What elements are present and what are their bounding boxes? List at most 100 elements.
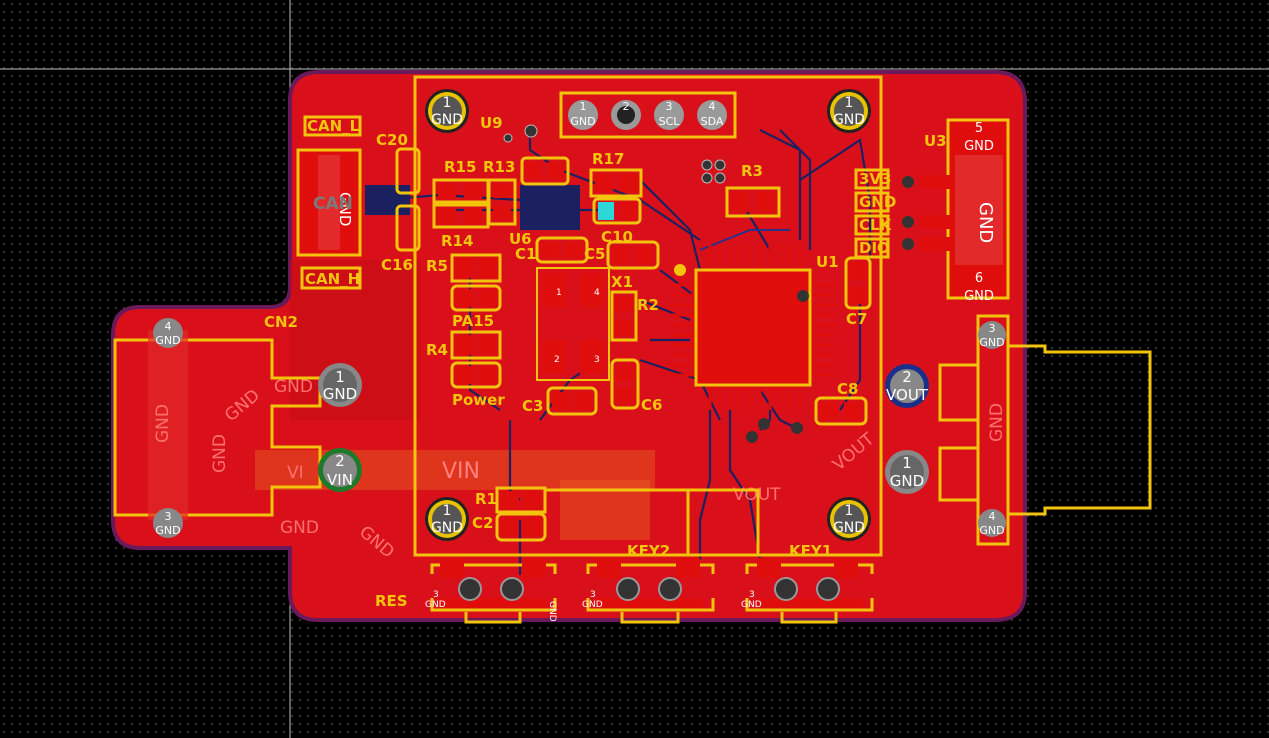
svg-text:GND: GND — [431, 520, 463, 536]
cn2-connector[interactable]: GND GND 4 GND 3 GND 1 GND 2 VIN GND GND … — [113, 318, 398, 562]
svg-text:1: 1 — [335, 368, 345, 386]
svg-text:GND: GND — [155, 334, 180, 347]
i2c-header[interactable]: 1 GND 2 3 SCL 4 SDA — [559, 91, 737, 139]
ref-r5: R5 — [426, 257, 448, 275]
svg-text:GND: GND — [431, 112, 463, 128]
svg-text:1: 1 — [845, 503, 854, 519]
svg-text:GND: GND — [979, 336, 1004, 349]
c2-footprint[interactable] — [495, 512, 547, 542]
c10-footprint[interactable] — [606, 240, 660, 270]
r2-footprint[interactable] — [610, 290, 638, 342]
svg-text:GND: GND — [153, 404, 173, 443]
r4-footprint[interactable] — [450, 330, 502, 360]
ref-u9: U9 — [480, 114, 503, 132]
can-connector[interactable]: CAN_L CAN_H GND CAN — [296, 115, 410, 290]
svg-text:CLK: CLK — [859, 216, 893, 234]
svg-text:GND: GND — [964, 289, 994, 304]
r3-footprint[interactable] — [725, 186, 781, 218]
svg-text:GND: GND — [833, 112, 865, 128]
mount-hole-br[interactable]: 1 GND — [827, 497, 871, 541]
ref-c5: C5 — [584, 245, 605, 263]
svg-text:VIN: VIN — [327, 471, 353, 489]
power-led[interactable] — [450, 361, 502, 389]
mount-hole-tl[interactable]: 1 GND — [425, 89, 469, 133]
r17-footprint[interactable] — [589, 168, 643, 198]
svg-text:GND: GND — [570, 115, 595, 128]
mount-hole-bl[interactable]: 1 GND — [425, 497, 469, 541]
r13-footprint[interactable] — [487, 178, 517, 226]
ref-c6: C6 — [641, 396, 662, 414]
ref-c16: C16 — [381, 256, 413, 274]
ref-c7: C7 — [846, 310, 867, 328]
svg-text:1: 1 — [443, 503, 452, 519]
svg-text:3: 3 — [594, 355, 600, 365]
svg-text:3V3: 3V3 — [859, 170, 891, 188]
ref-r14: R14 — [441, 232, 473, 250]
svg-text:3: 3 — [749, 590, 755, 600]
res-switch[interactable]: RES 3 GND GND — [375, 558, 557, 624]
svg-text:GND: GND — [323, 385, 357, 403]
ref-r15: R15 — [444, 158, 476, 176]
u3-connector[interactable]: 5 GND 6 GND GND — [902, 118, 1010, 304]
r5-footprint[interactable] — [450, 253, 502, 283]
ref-r13: R13 — [483, 158, 515, 176]
ref-r4: R4 — [426, 341, 448, 359]
ref-c8: C8 — [837, 380, 858, 398]
svg-text:SCL: SCL — [659, 115, 681, 128]
ref-c3: C3 — [522, 397, 543, 415]
c7-footprint[interactable] — [844, 256, 872, 310]
svg-text:DIO: DIO — [859, 239, 890, 257]
svg-text:2: 2 — [623, 100, 630, 113]
svg-text:2: 2 — [335, 452, 345, 470]
c3-footprint[interactable] — [546, 386, 598, 416]
swd-header[interactable]: 3V3 GND CLK DIO — [854, 168, 896, 259]
r1-footprint[interactable] — [495, 486, 547, 514]
ref-cn2: CN2 — [264, 313, 298, 331]
key1-switch[interactable]: KEY1 3 GND — [741, 542, 874, 624]
svg-text:SDA: SDA — [701, 115, 724, 128]
svg-text:GND: GND — [155, 524, 180, 537]
svg-text:3: 3 — [590, 590, 596, 600]
c6-footprint[interactable] — [610, 358, 640, 410]
u6-chip[interactable] — [520, 185, 580, 230]
svg-text:RES: RES — [375, 592, 408, 610]
svg-text:4: 4 — [989, 510, 996, 523]
svg-text:GND: GND — [280, 518, 319, 538]
ref-c20: C20 — [376, 131, 408, 149]
c16-footprint[interactable] — [395, 204, 421, 252]
svg-text:GND: GND — [964, 139, 994, 154]
x1-crystal[interactable]: 1 4 2 3 — [536, 267, 610, 381]
svg-text:1: 1 — [443, 95, 452, 111]
svg-text:KEY1: KEY1 — [789, 542, 832, 560]
module-outline — [413, 75, 883, 557]
vout-connector[interactable]: GND 3 GND 4 GND 2 VOUT 1 GND — [885, 314, 1152, 546]
svg-text:1: 1 — [845, 95, 854, 111]
svg-text:GND: GND — [425, 600, 446, 610]
ref-pa15: PA15 — [452, 312, 494, 330]
svg-text:GND: GND — [859, 193, 896, 211]
mount-hole-tr[interactable]: 1 GND — [827, 89, 871, 133]
ref-u3: U3 — [924, 132, 947, 150]
ref-c1: C1 — [515, 245, 536, 263]
c1-footprint[interactable] — [535, 236, 589, 264]
svg-text:3: 3 — [433, 590, 439, 600]
svg-text:KEY2: KEY2 — [627, 542, 670, 560]
u1-mcu[interactable] — [670, 245, 836, 410]
svg-text:2: 2 — [902, 368, 912, 386]
pa15-led[interactable] — [450, 284, 502, 312]
ref-power: Power — [452, 391, 505, 409]
svg-text:GND: GND — [979, 524, 1004, 537]
vin-net-label: VIN — [442, 459, 480, 484]
svg-text:GND: GND — [741, 600, 762, 610]
ref-u1: U1 — [816, 253, 839, 271]
svg-text:GND: GND — [210, 434, 230, 473]
c20-footprint[interactable] — [395, 147, 421, 195]
c8-footprint[interactable] — [814, 396, 868, 426]
svg-text:1: 1 — [902, 454, 912, 472]
svg-text:GND: GND — [336, 192, 354, 226]
svg-text:VOUT: VOUT — [886, 386, 929, 404]
svg-text:1: 1 — [580, 100, 587, 113]
key2-switch[interactable]: KEY2 3 GND — [582, 542, 715, 624]
